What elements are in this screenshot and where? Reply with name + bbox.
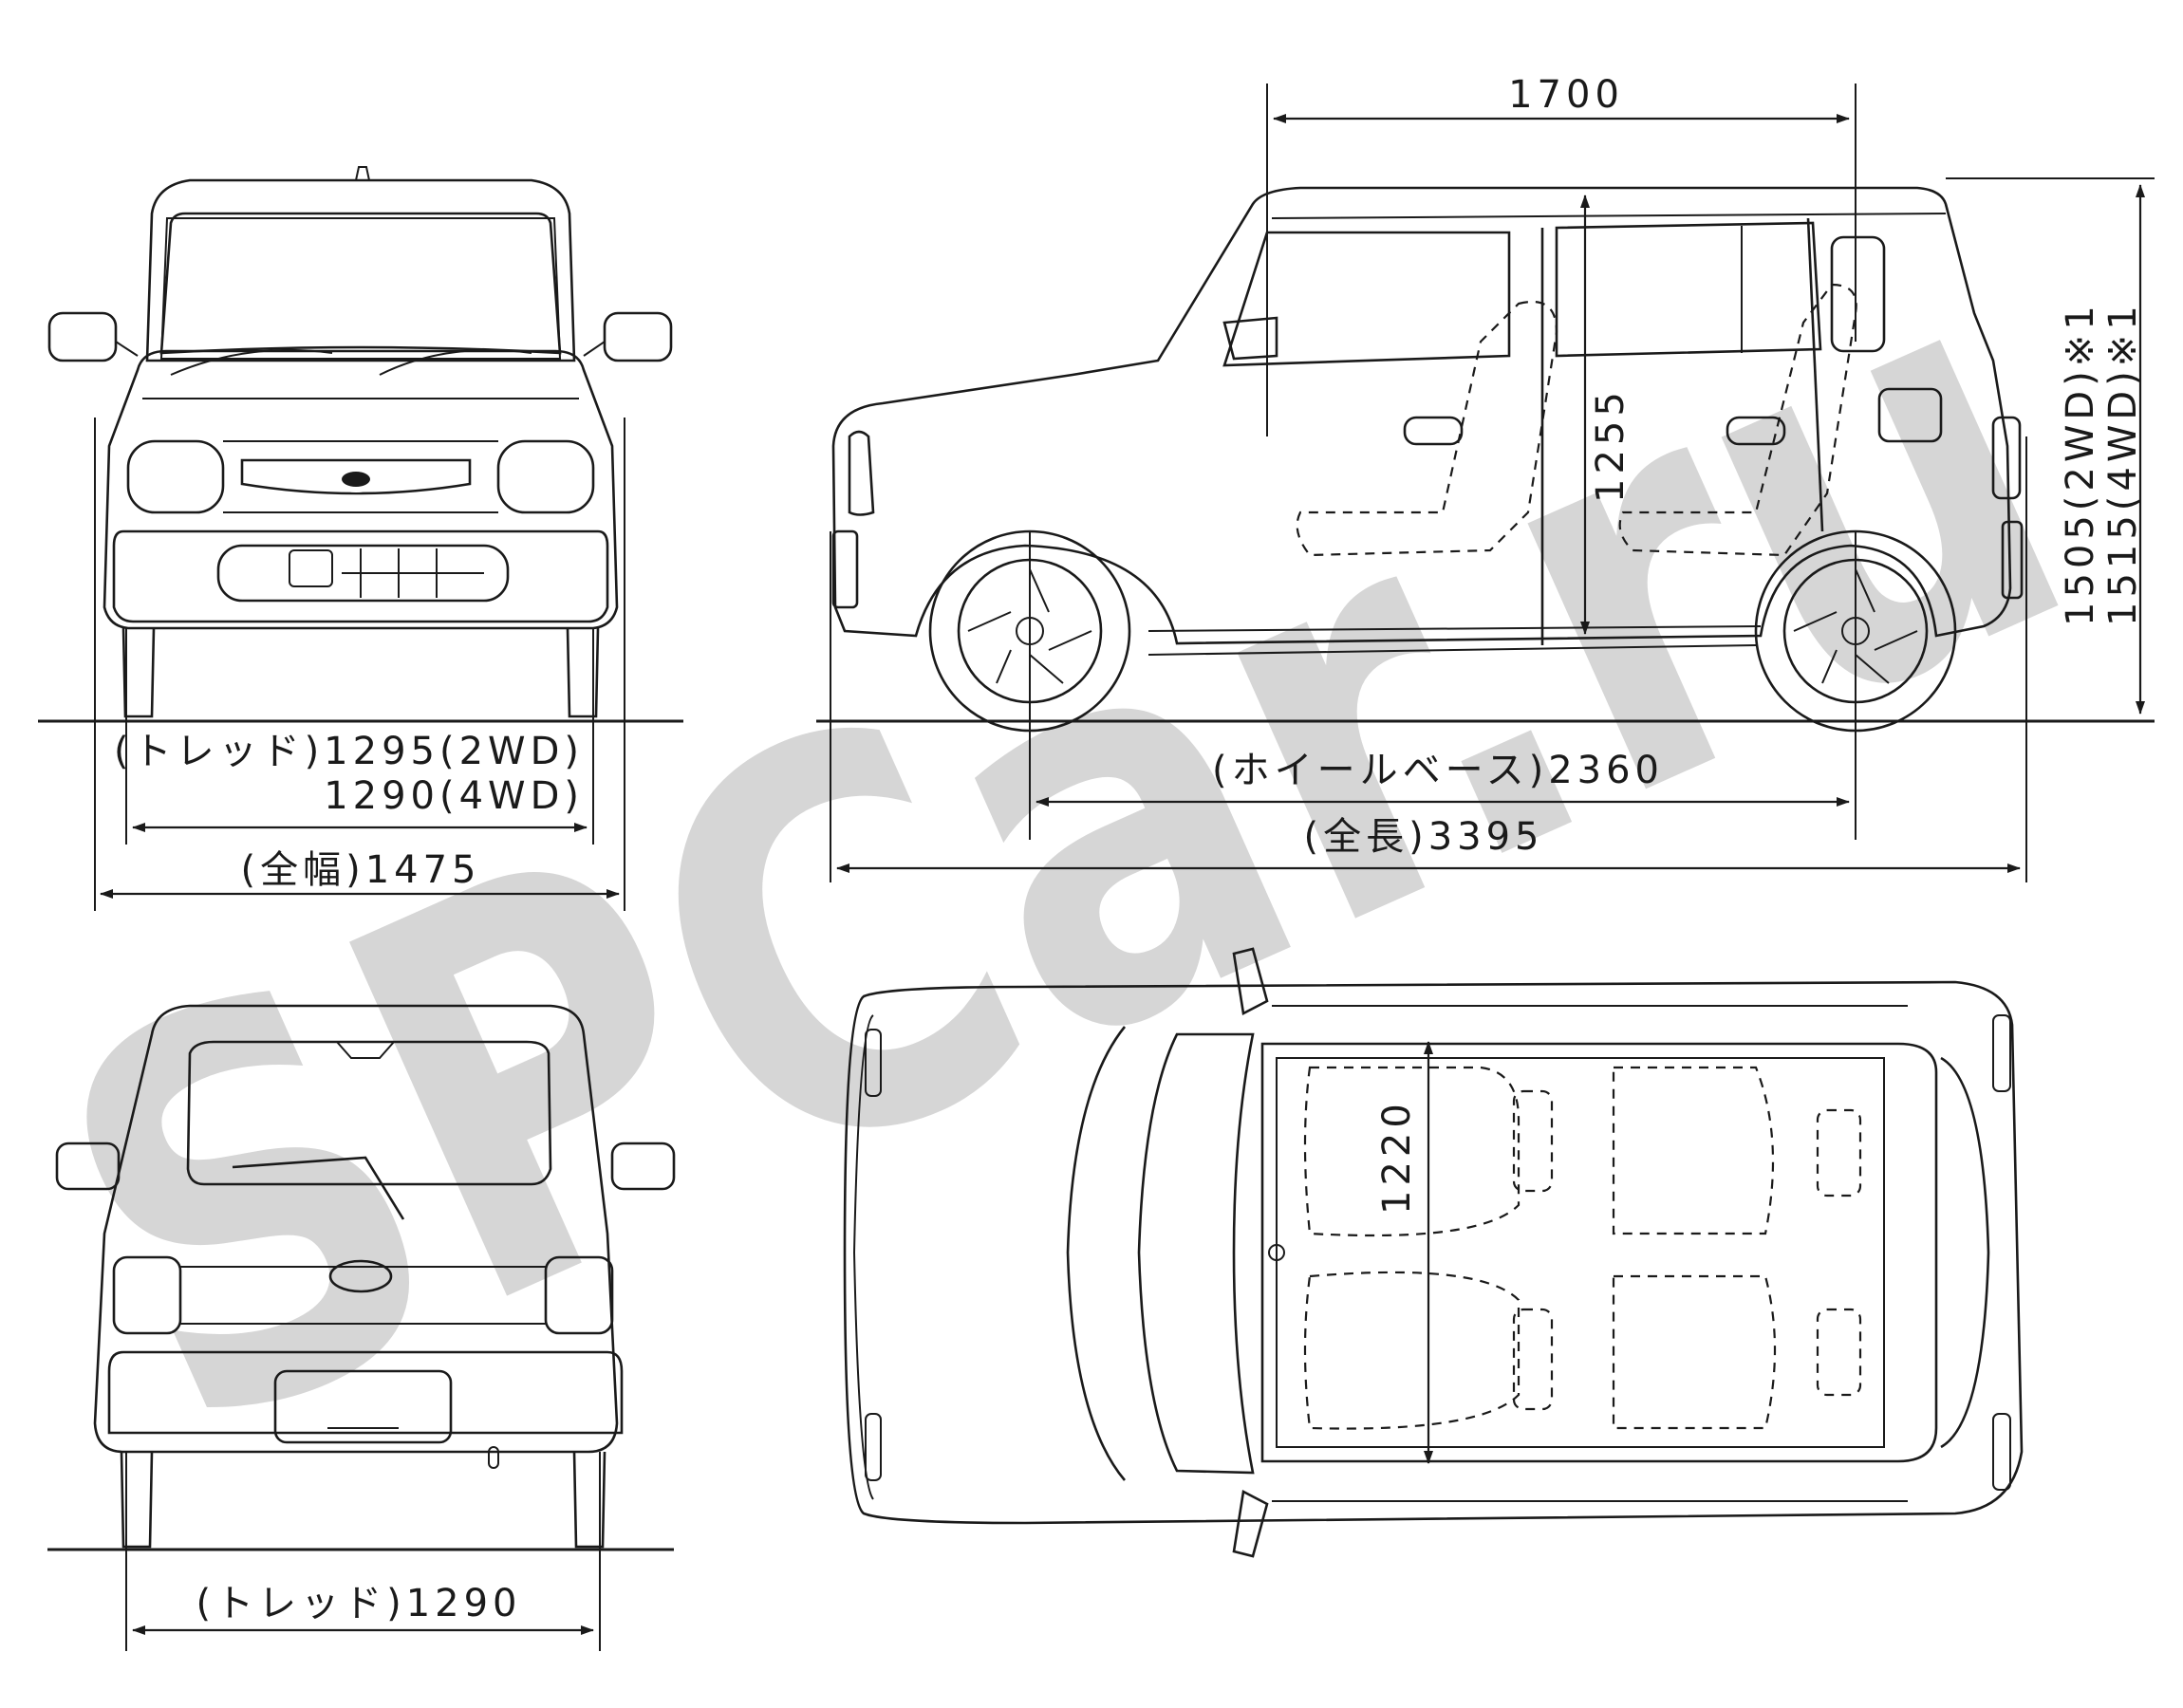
rear-view: (トレッド)1290 bbox=[47, 1004, 676, 1651]
side-height-4wd-label: 1515(4WD)※1 bbox=[2101, 301, 2145, 626]
rear-wiper bbox=[232, 1156, 405, 1220]
top-body bbox=[843, 980, 2024, 1525]
side-body bbox=[831, 186, 2012, 645]
rear-window bbox=[186, 1040, 552, 1186]
top-windshield bbox=[1137, 1032, 1255, 1475]
rear-license-plate bbox=[273, 1369, 453, 1444]
top-view: 1220 bbox=[843, 947, 2024, 1558]
front-right-headlight bbox=[496, 439, 595, 514]
front-right-mirror bbox=[603, 311, 673, 362]
front-left-mirror bbox=[47, 311, 118, 362]
side-length-label: (全長)3395 bbox=[1303, 815, 1543, 859]
side-wheelbase-label: (ホイールベース)2360 bbox=[1212, 749, 1664, 792]
top-roof bbox=[1260, 1042, 1938, 1463]
side-height-2wd-label: 1505(2WD)※1 bbox=[2059, 301, 2102, 626]
top-interior-width-label: 1220 bbox=[1375, 1099, 1419, 1215]
front-tread-4wd-label: 1290(4WD) bbox=[324, 774, 584, 818]
side-mirror bbox=[1222, 316, 1278, 361]
front-view: (トレッド)1295(2WD) 1290(4WD) (全幅)1475 bbox=[38, 166, 683, 911]
top-mirror-left bbox=[1232, 947, 1269, 1015]
side-room-length-label: 1700 bbox=[1508, 73, 1624, 117]
front-grille bbox=[240, 458, 472, 495]
side-interior-height-label: 1255 bbox=[1589, 387, 1633, 503]
top-mirror-right bbox=[1232, 1490, 1269, 1558]
side-rear-window bbox=[1555, 221, 1822, 358]
front-width-label: (全幅)1475 bbox=[240, 848, 480, 892]
rear-tread-label: (トレッド)1290 bbox=[196, 1582, 521, 1625]
rear-left-taillamp bbox=[112, 1255, 182, 1335]
front-license-area bbox=[216, 544, 510, 603]
front-tread-label: (トレッド)1295(2WD) bbox=[114, 730, 584, 773]
side-quarter-window bbox=[1830, 235, 1886, 353]
side-view: 1700 1255 (ホイールベース)2360 (全長)3395 1505(2W… bbox=[816, 73, 2155, 882]
front-left-headlight bbox=[126, 439, 225, 514]
rear-right-taillamp bbox=[544, 1255, 614, 1335]
